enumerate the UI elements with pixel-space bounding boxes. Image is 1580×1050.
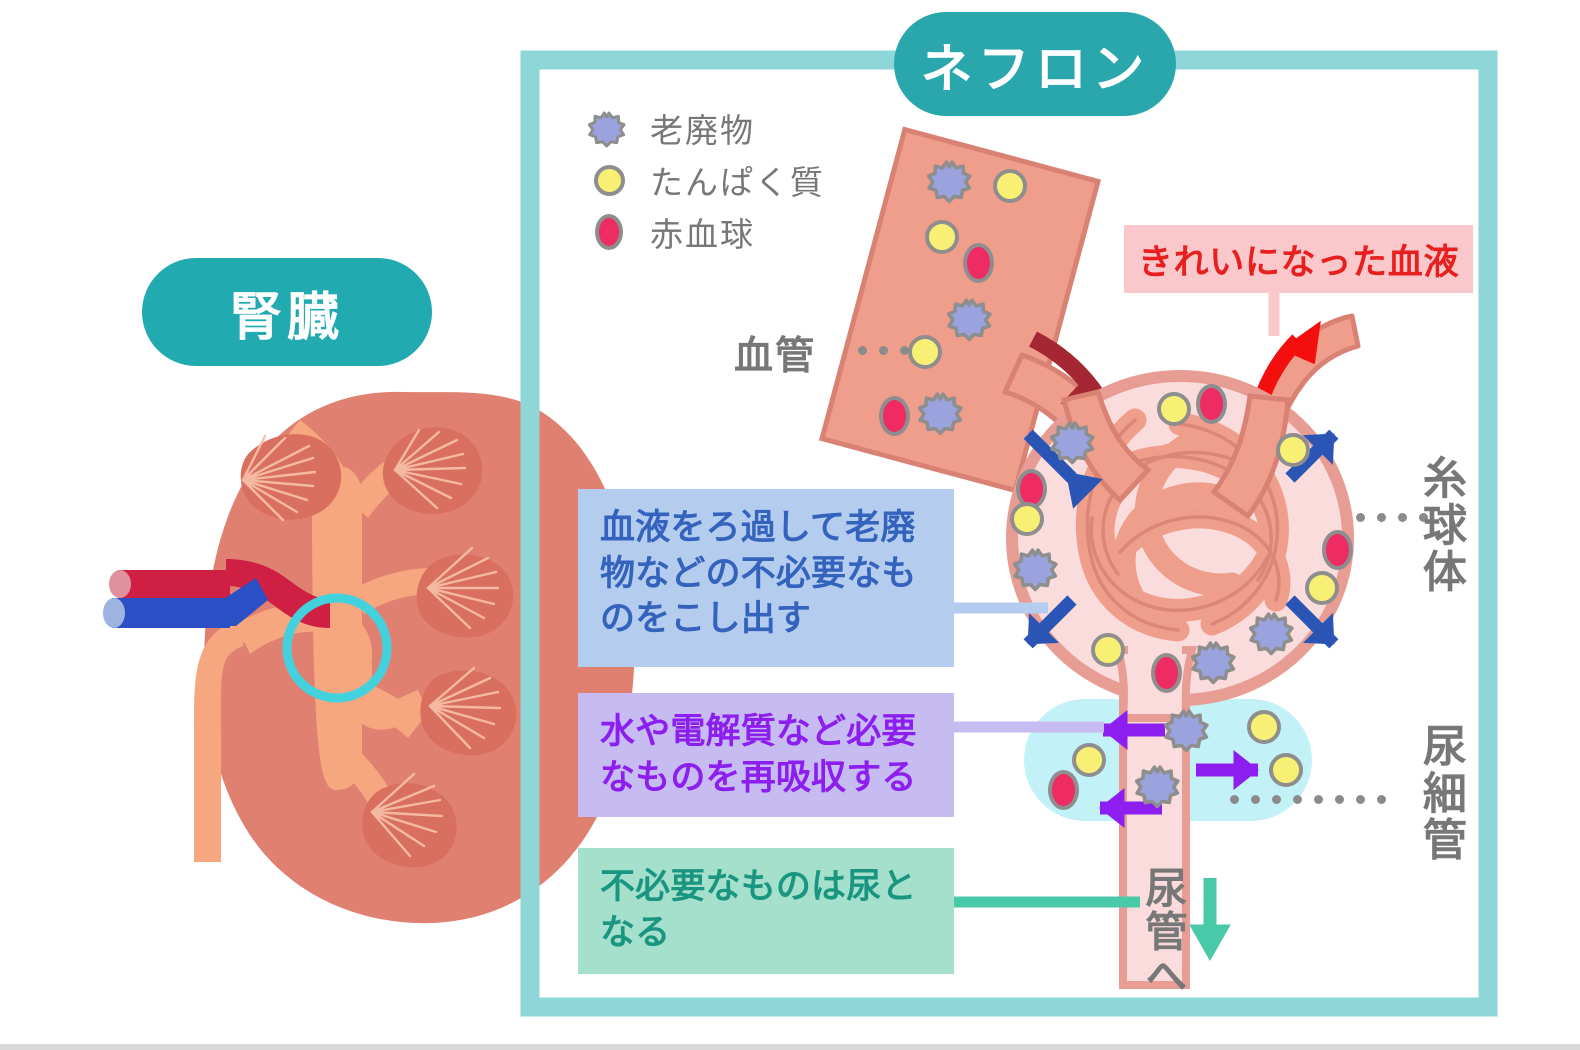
waste-star-icon: [1164, 704, 1214, 754]
protein-circle-icon: [1247, 710, 1281, 744]
protein-circle-icon: [1157, 392, 1191, 426]
red-blood-cell-icon: [878, 396, 910, 436]
red-blood-cell-icon: [1047, 770, 1079, 810]
leader-glomerulus: [1356, 513, 1428, 522]
waste-star-icon: [1191, 636, 1241, 686]
protein-circle-icon: [1269, 753, 1303, 787]
protein-circle-icon: [1072, 743, 1106, 777]
protein-circle-icon: [993, 169, 1027, 203]
protein-circle-icon: [1091, 633, 1125, 667]
legend: 老廃物 たんぱく質 赤血球: [586, 104, 825, 260]
legend-item-rbc: 赤血球: [586, 208, 825, 256]
info-box-filtration: 血液をろ過して老廃物などの不必要なものをこし出す: [578, 489, 954, 667]
tuft-outlet-stem: [1210, 393, 1291, 520]
filtration-arrows: [1023, 429, 1339, 649]
pyramid-striations: [241, 428, 502, 858]
legend-label-rbc: 赤血球: [650, 216, 755, 253]
nephron-title-badge: ネフロン: [894, 12, 1176, 116]
waste-star-icon: [1050, 416, 1100, 466]
protein-circle-icon: [1305, 571, 1339, 605]
leader-blood-vessel: [858, 346, 909, 355]
waste-star-icon: [927, 155, 977, 205]
info-box-urine: 不必要なものは尿となる: [578, 848, 954, 974]
red-blood-cell-icon: [1321, 530, 1353, 570]
red-blood-cell-icon: [586, 214, 632, 250]
protein-circle-icon: [1276, 433, 1310, 467]
label-renal-tubule: 尿細管: [1415, 723, 1465, 863]
waste-star-icon: [1135, 760, 1185, 810]
waste-star-icon: [586, 107, 632, 149]
label-blood-vessel: 血管: [734, 335, 816, 378]
kidney-highlight-circle: [282, 593, 392, 703]
legend-item-waste: 老廃物: [586, 104, 825, 152]
leader-renal-tubule: [1230, 795, 1386, 804]
info-box-reabsorption: 水や電解質など必要なものを再吸収する: [578, 693, 954, 817]
legend-label-waste: 老廃物: [650, 112, 755, 149]
protein-circle-icon: [908, 335, 942, 369]
kidney-title-badge: 腎臓: [142, 258, 432, 366]
page-bottom-edge: [0, 1044, 1580, 1050]
nephron-title-text: ネフロン: [920, 40, 1150, 99]
red-blood-cell-icon: [1195, 384, 1227, 424]
waste-star-icon: [1013, 543, 1063, 593]
legend-label-protein: たんぱく質: [650, 164, 825, 201]
waste-star-icon: [947, 293, 997, 343]
label-clean-blood: きれいになった血液: [1124, 225, 1473, 293]
label-glomerulus: 糸球体: [1415, 455, 1465, 595]
red-blood-cell-icon: [1150, 653, 1182, 693]
to-ureter-arrow: [1189, 878, 1231, 962]
legend-item-protein: たんぱく質: [586, 156, 825, 204]
protein-circle-icon: [586, 164, 632, 196]
protein-circle-icon: [925, 220, 959, 254]
kidney-title-text: 腎臓: [229, 288, 345, 347]
waste-star-icon: [1249, 607, 1299, 657]
kidney-illustration: [103, 391, 635, 924]
waste-star-icon: [918, 387, 968, 437]
protein-circle-icon: [1010, 502, 1044, 536]
reabsorption-arrows: [1099, 709, 1259, 829]
label-to-ureter: 尿管へ: [1139, 866, 1187, 998]
red-blood-cell-icon: [962, 243, 994, 283]
